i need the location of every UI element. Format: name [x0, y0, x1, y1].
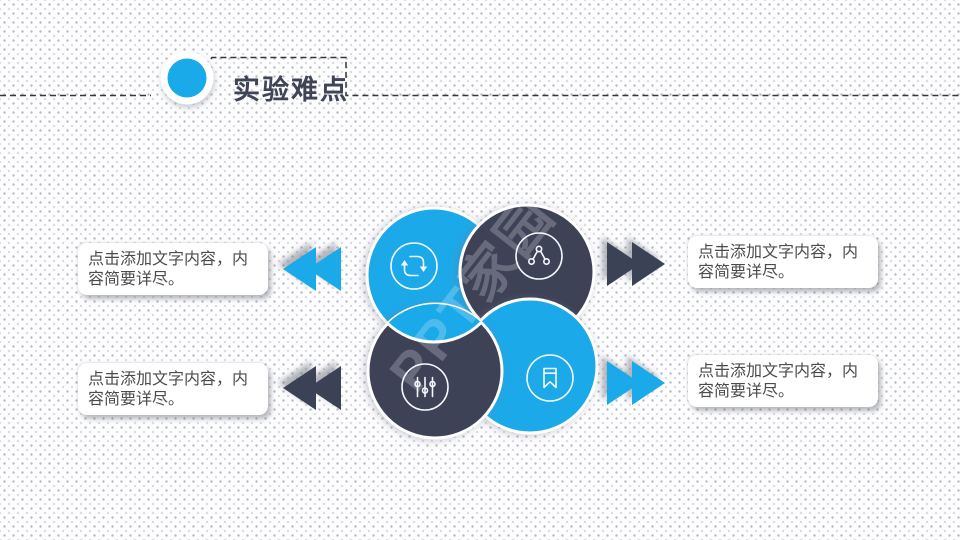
placeholder-text: 点击添加文字内容，内容简要详尽。: [698, 363, 859, 400]
share-nodes-icon: [515, 232, 563, 280]
header-dashed-line: [0, 56, 960, 97]
sliders-icon: [401, 363, 449, 411]
text-placeholder-top-left[interactable]: 点击添加文字内容，内容简要详尽。: [78, 243, 268, 295]
double-arrow-left-bottom: [283, 366, 341, 410]
title-bullet-circle: [167, 58, 207, 98]
placeholder-text: 点击添加文字内容，内容简要详尽。: [88, 251, 249, 288]
double-arrow-right-top: [607, 242, 665, 286]
bookmark-icon: [526, 354, 574, 402]
page-title: 实验难点: [233, 75, 349, 105]
placeholder-text: 点击添加文字内容，内容简要详尽。: [88, 371, 249, 408]
text-placeholder-bottom-left[interactable]: 点击添加文字内容，内容简要详尽。: [78, 363, 268, 415]
placeholder-text: 点击添加文字内容，内容简要详尽。: [698, 244, 859, 281]
swap-arrows-icon: [390, 242, 438, 290]
text-placeholder-bottom-right[interactable]: 点击添加文字内容，内容简要详尽。: [688, 355, 878, 407]
double-arrow-left-top: [283, 247, 341, 291]
cycle-diagram: [365, 203, 599, 440]
text-placeholder-top-right[interactable]: 点击添加文字内容，内容简要详尽。: [688, 236, 878, 288]
header-decoration: [0, 51, 960, 105]
double-arrow-right-bottom: [607, 361, 665, 405]
